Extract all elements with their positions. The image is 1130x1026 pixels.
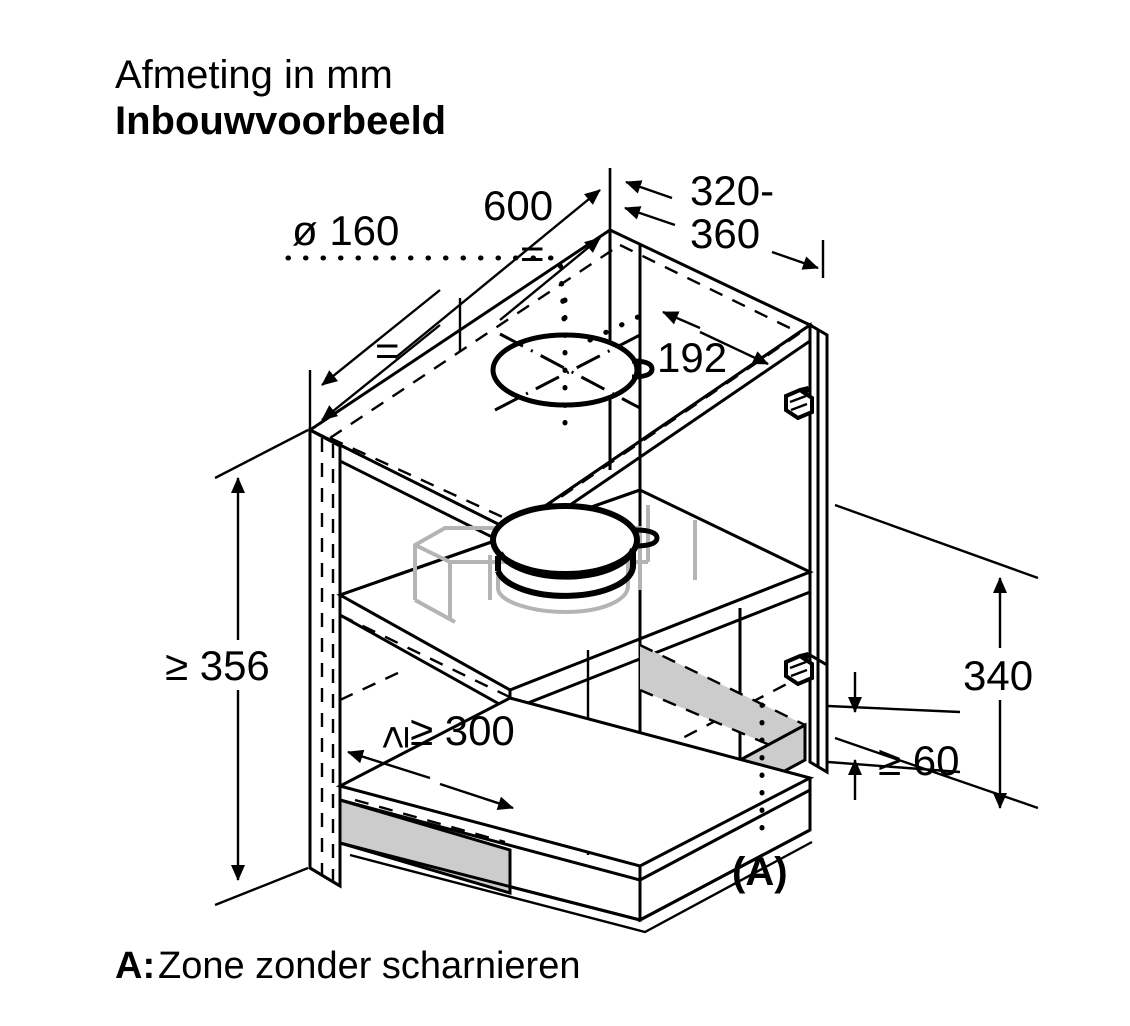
dim-300-arrow-left [347, 749, 431, 780]
zone-a-side-top [639, 643, 806, 727]
bottom-panel-lower-edge-2 [349, 840, 813, 934]
dim-cabinet-depth-line2: 360 [690, 210, 760, 257]
dim-lower-compartment-prefix: ≥ [370, 726, 417, 749]
cabinet-body [307, 228, 829, 934]
title-line-2: Inbouwvoorbeeld [115, 99, 446, 143]
dim-bottom-gap: ≥ 60 [827, 672, 961, 800]
dim-width-arrow-upper-2 [499, 237, 601, 321]
lower-hidden-back-c [339, 670, 401, 702]
dim-duct-offset: 192 [587, 310, 769, 381]
dim-height-ext-bottom [214, 866, 309, 907]
zone-a-callout: (A) [732, 702, 788, 894]
dim-width-arrow-upper [394, 189, 601, 359]
dim-depth-arrow-left [625, 180, 673, 200]
dim-right-height: 340 [834, 503, 1039, 810]
duct-cutout-top [490, 297, 655, 443]
dim-right-height-label: 340 [963, 652, 1033, 699]
title-line-1: Afmeting in mm [115, 53, 393, 97]
top-hidden-edge-c [619, 243, 801, 335]
dim-duct-diameter-label: ø 160 [292, 207, 399, 254]
zone-a-side-bottom [639, 688, 806, 762]
dim-60-ext-bottom [827, 760, 961, 774]
dim-offset-arrow-right [699, 330, 769, 366]
left-side-panel [308, 427, 342, 889]
equal-mark-left: = [375, 327, 400, 374]
centre-line-1 [494, 333, 641, 412]
dim-340-ext-bottom [834, 736, 1039, 810]
dim-width-arrow-lower-1 [321, 324, 441, 421]
dim-cabinet-depth: 320- 360 [608, 167, 825, 278]
dim-cabinet-depth-line1: 320- [690, 167, 774, 214]
dim-cabinet-width-label: 600 [483, 182, 553, 229]
dim-340-ext-top [834, 503, 1039, 580]
dim-depth-arrow-left-2 [624, 206, 676, 227]
dim-duct-diameter: ø 160 [285, 207, 568, 338]
legend-marker: A: [115, 945, 155, 987]
hinge-upper [784, 386, 814, 421]
dim-bottom-gap-label: ≥ 60 [878, 737, 959, 784]
dim-300-arrow-right [439, 782, 514, 810]
dim-lower-compartment-label: ≥ 300 [410, 707, 515, 754]
hinge-lower [784, 652, 814, 687]
left-panel-bottom [309, 866, 341, 888]
dim-depth-arrow-right [771, 250, 819, 270]
dim-cabinet-height: ≥ 356 [165, 428, 309, 907]
top-hidden-edge-d [519, 332, 801, 526]
bottom-panel-lower-edge [339, 828, 811, 922]
dim-lower-compartment: ≥ 300 ≥ [347, 707, 515, 810]
zone-a-side-panel [640, 645, 805, 760]
duct-collar-shelf [490, 503, 660, 599]
dim-cabinet-height-label: ≥ 356 [165, 642, 270, 689]
top-hidden-edge-a [329, 244, 621, 439]
dim-duct-offset-label: 192 [657, 334, 727, 381]
dim-offset-arrow-left [662, 310, 701, 330]
dim-60-ext-top [827, 704, 961, 714]
equal-mark-right: = [520, 230, 545, 277]
dim-width-arrow-lower-2 [321, 289, 441, 386]
zone-a-bottom-panel [338, 797, 512, 896]
top-hidden-edge-b [329, 436, 521, 527]
bottom-panel-hidden [354, 798, 506, 844]
dim-height-ext-top [214, 428, 309, 480]
legend-text: Zone zonder scharnieren [158, 945, 580, 987]
zone-a-label: (A) [732, 850, 788, 894]
